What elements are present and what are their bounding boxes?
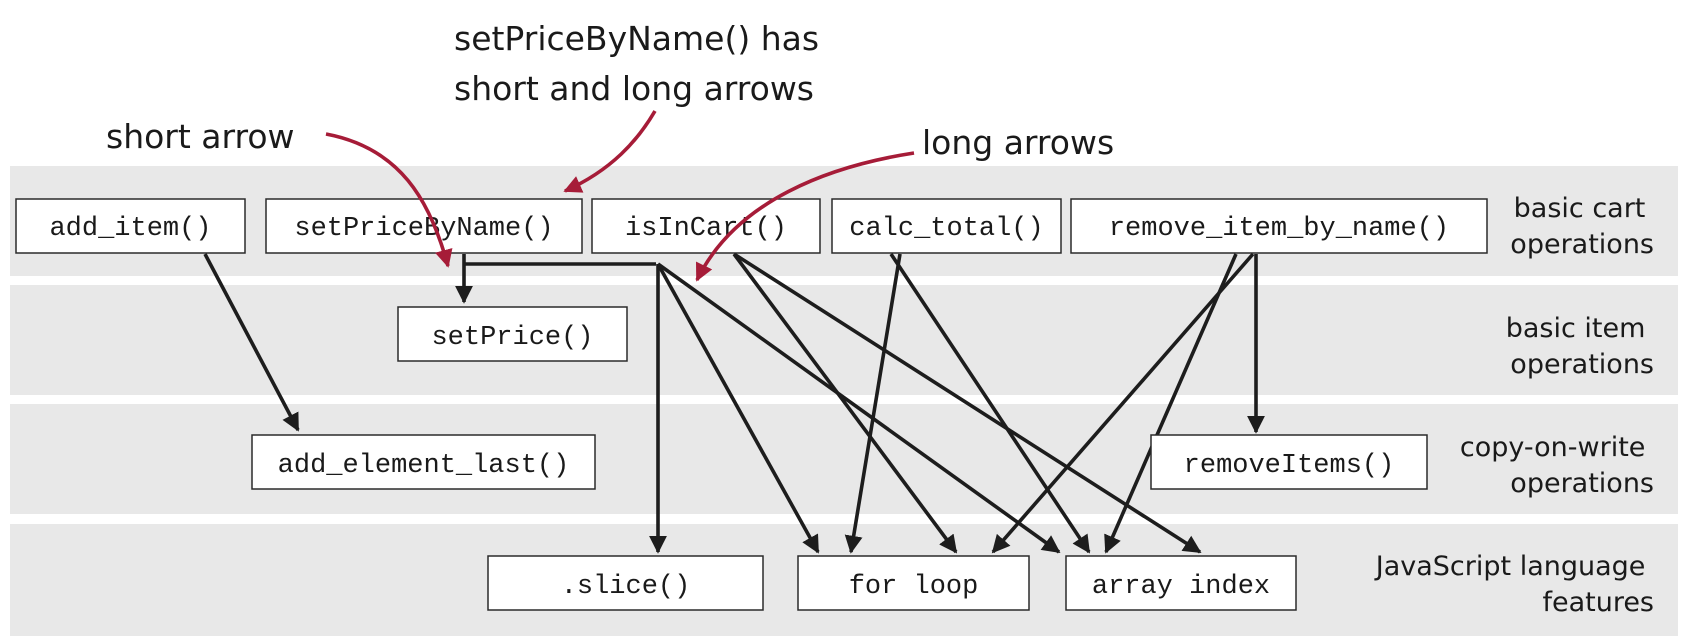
function-calc-total[interactable]: calc_total(): [831, 198, 1062, 254]
function-label: setPriceByName(): [294, 214, 553, 244]
feature-label: array index: [1092, 572, 1270, 602]
function-set-price-by-name[interactable]: setPriceByName(): [265, 198, 583, 254]
call-edges: [203, 252, 1265, 554]
function-label: setPrice(): [431, 323, 593, 353]
layer-label-copy-on-write: copy-on-write operations: [1460, 432, 1654, 499]
edge-remove-item-to-for-loop: [991, 252, 1255, 554]
function-label: add_item(): [49, 214, 211, 244]
edge-is-in-cart-to-for-loop: [732, 252, 958, 554]
callout-long-arrows-label: long arrows: [922, 123, 1114, 162]
feature-label: for loop: [849, 572, 979, 602]
function-label: isInCart(): [625, 214, 787, 244]
function-remove-item-by-name[interactable]: remove_item_by_name(): [1070, 198, 1488, 254]
layer-label-basic-cart: basic cart operations: [1510, 193, 1654, 260]
function-remove-items[interactable]: removeItems(): [1150, 434, 1428, 490]
callouts: short arrow setPriceByName() has short a…: [106, 19, 1114, 282]
edge-add-item-to-add-element-last: [203, 253, 300, 432]
callout-arrow-both: [563, 110, 657, 193]
function-label: add_element_last(): [278, 451, 570, 481]
function-label: remove_item_by_name(): [1109, 214, 1449, 244]
feature-slice[interactable]: .slice(): [487, 555, 764, 611]
feature-array-index[interactable]: array index: [1065, 555, 1297, 611]
layer-band-basic-item: [10, 285, 1678, 395]
function-label: calc_total(): [849, 214, 1043, 244]
edge-set-price-by-name-to-for-loop: [656, 263, 820, 554]
edge-calc-total-to-for-loop: [844, 253, 902, 554]
layer-label-basic-item: basic item operations: [1506, 313, 1654, 380]
function-add-item[interactable]: add_item(): [15, 198, 246, 254]
callout-set-price-by-name-label: setPriceByName() has short and long arro…: [454, 19, 830, 108]
feature-label: .slice(): [561, 572, 691, 602]
function-is-in-cart[interactable]: isInCart(): [591, 198, 821, 254]
edge-set-price-by-name-to-array-index: [656, 262, 1061, 554]
function-label: removeItems(): [1184, 451, 1395, 481]
edge-is-in-cart-to-array-index: [733, 252, 1202, 554]
feature-for-loop[interactable]: for loop: [797, 555, 1030, 611]
edge-calc-total-to-array-index: [889, 253, 1091, 554]
callout-arrow-long: [695, 151, 915, 282]
function-add-element-last[interactable]: add_element_last(): [251, 434, 596, 490]
function-set-price[interactable]: setPrice(): [397, 306, 628, 362]
edge-remove-item-to-array-index: [1104, 253, 1238, 554]
callout-short-arrow-label: short arrow: [106, 117, 295, 156]
callout-arrow-short: [325, 132, 453, 268]
layer-label-language-features: JavaScript language features: [1374, 551, 1654, 618]
